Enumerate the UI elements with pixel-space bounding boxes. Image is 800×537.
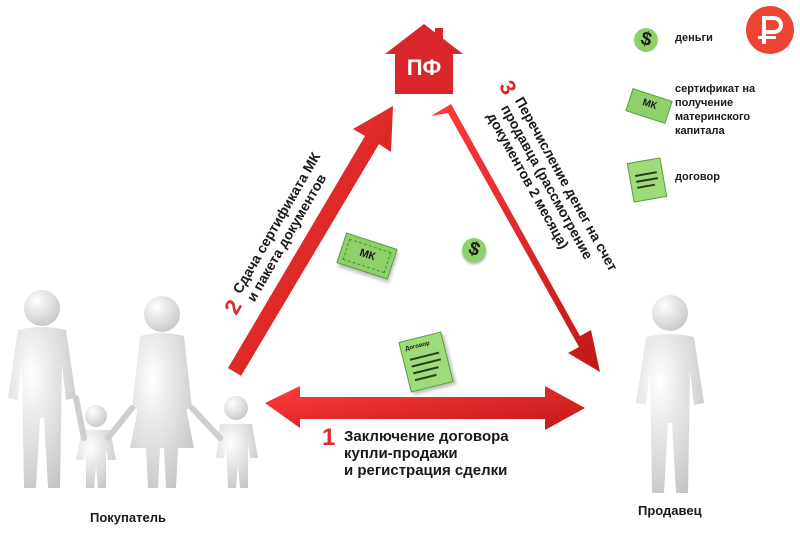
buyer-family-icon [8,290,258,488]
legend-certificate-label: сертификат на получение материнского кап… [675,83,756,137]
step-1-line-2: купли-продажи [344,445,458,462]
step-1-line-1: Заключение договора [344,428,509,445]
legend-contract-label: договор [675,171,720,183]
seller-figure-icon [636,295,704,493]
legend-money-label: деньги [675,32,713,44]
arrow-pf-to-seller [431,104,600,372]
seller-label: Продавец [638,503,702,518]
step-1-number: 1 [322,424,336,451]
arrow-buyer-seller [265,386,585,430]
arrow-buyer-to-pf [228,106,393,380]
contract-text: Договор [404,340,431,353]
step-1-text: Заключение договора купли-продажи и реги… [344,428,509,479]
hub-label: ПФ [406,55,442,80]
logo-icon [746,6,794,54]
buyer-label: Покупатель [90,510,166,525]
step-1-line-3: и регистрация сделки [344,462,508,479]
pension-fund-house-icon [385,24,463,94]
legend-contract-icon [626,157,668,203]
